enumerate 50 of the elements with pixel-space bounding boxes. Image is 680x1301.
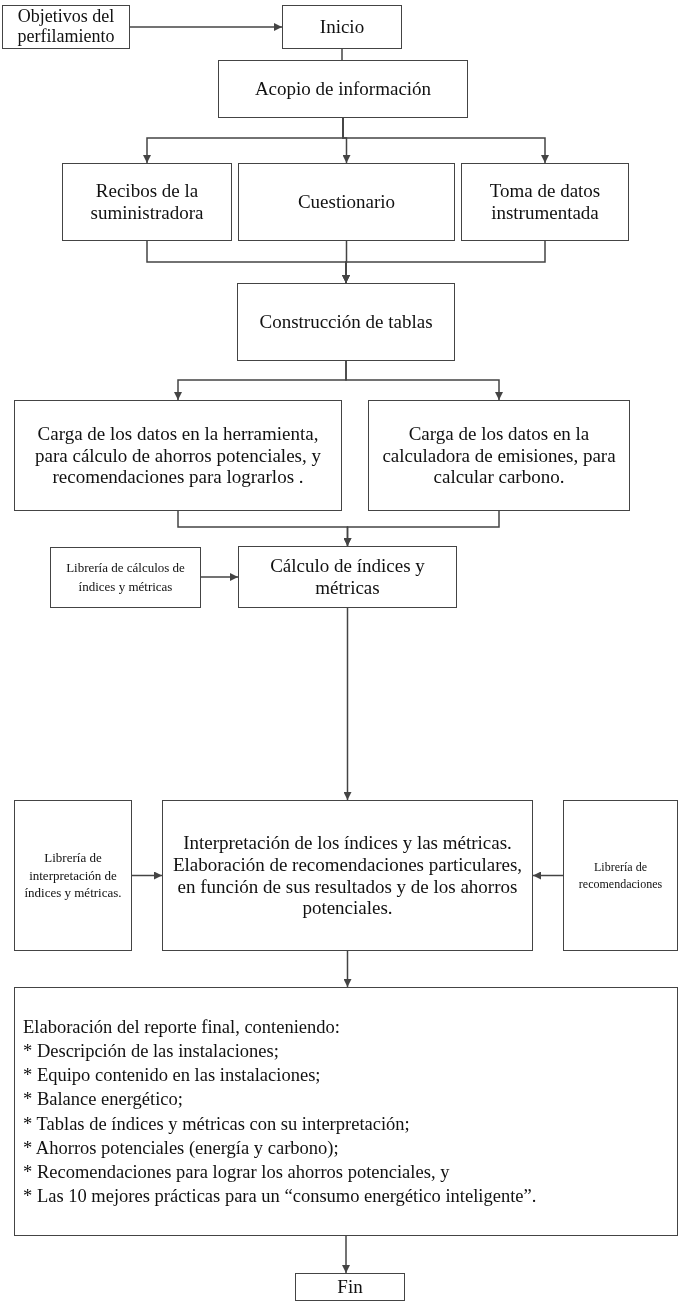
- process-box: [237, 283, 455, 361]
- box-label: Construcción de tablas: [259, 311, 433, 333]
- box-label: * Tablas de índices y métricas con su interpretación;: [23, 1112, 410, 1136]
- process-box: [238, 546, 457, 608]
- arrow: [532, 871, 564, 880]
- process-box: [238, 163, 455, 241]
- box-label: Fin: [337, 1276, 363, 1298]
- process-box: [2, 5, 130, 49]
- box-label: Elaboración del reporte final, conteniendo:: [23, 1015, 340, 1039]
- arrow: [342, 1235, 350, 1274]
- box-label: Inicio: [319, 16, 365, 38]
- arrow: [131, 871, 163, 880]
- box-label: Carga de los datos en la calculadora de emisiones, para calcular carbono.: [381, 422, 617, 489]
- process-box: [461, 163, 629, 241]
- box-label: * Equipo contenido en las instalaciones;: [23, 1064, 321, 1088]
- box-label: Cuestionario: [297, 191, 396, 213]
- box-label: Toma de datos instrumentada: [488, 180, 602, 224]
- process-box: [218, 60, 468, 118]
- arrow: [343, 510, 500, 547]
- box-label: Librería de cálculos de índices y métricas: [65, 559, 186, 596]
- process-box: [295, 1273, 405, 1301]
- arrow: [343, 950, 352, 988]
- box-label: * Las 10 mejores prácticas para un “consumo energético inteligente”.: [23, 1185, 537, 1209]
- arrow: [343, 607, 352, 801]
- process-box: [14, 400, 342, 511]
- process-box: [563, 800, 678, 951]
- arrow: [200, 573, 239, 581]
- box-label: Cálculo de índices y métricas: [269, 555, 426, 599]
- box-label: Carga de los datos en la herramienta, para cálculo de ahorros potenciales, y recomendaciones para lograrlos .: [34, 422, 322, 489]
- box-label: * Balance energético;: [23, 1088, 183, 1112]
- box-label: Recibos de la suministradora: [89, 180, 205, 224]
- box-label: Objetivos del perfilamiento: [16, 7, 116, 47]
- process-box: [162, 800, 533, 951]
- process-box: [50, 547, 201, 608]
- process-box: [62, 163, 232, 241]
- box-label: * Descripción de las instalaciones;: [23, 1039, 279, 1063]
- process-box: [14, 987, 678, 1236]
- box-label: Librería de interpretación de índices y métricas.: [23, 849, 123, 902]
- box-label: Interpretación de los índices y las métricas. Elaboración de recomendaciones particulares, en función de sus resultados y de los ahorros potenciales.: [171, 831, 524, 920]
- box-label: * Ahorros potenciales (energía y carbono);: [23, 1136, 339, 1160]
- arrow: [342, 117, 549, 164]
- process-box: [368, 400, 630, 511]
- arrow: [345, 360, 503, 401]
- box-label: Librería de recomendaciones: [577, 859, 664, 892]
- arrow: [342, 240, 546, 284]
- box-label: Acopio de información: [254, 78, 432, 100]
- process-box: [14, 800, 132, 951]
- arrow: [129, 23, 283, 31]
- process-box: [282, 5, 402, 49]
- box-label: * Recomendaciones para lograr los ahorros potenciales, y: [23, 1160, 450, 1184]
